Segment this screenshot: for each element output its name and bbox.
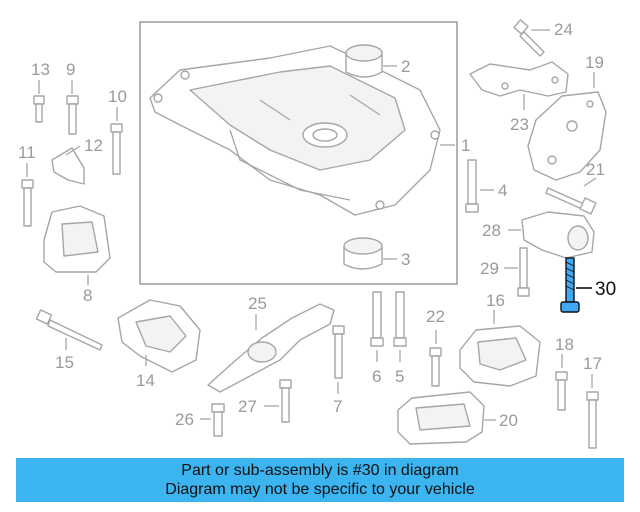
label-28: 28: [482, 221, 501, 240]
label-26: 26: [175, 410, 194, 429]
part-10-bolt[interactable]: [110, 123, 123, 175]
label-12: 12: [84, 136, 103, 155]
part-22-bolt[interactable]: [429, 347, 442, 387]
label-23: 23: [510, 115, 529, 134]
part-7-bolt[interactable]: [332, 325, 345, 379]
part-17-bolt[interactable]: [586, 391, 599, 449]
label-29: 29: [480, 259, 499, 278]
label-10: 10: [108, 87, 127, 106]
label-6: 6: [372, 367, 381, 386]
label-17: 17: [583, 354, 602, 373]
label-7: 7: [333, 397, 342, 416]
part-29-bolt[interactable]: [517, 247, 530, 297]
part-21-bolt[interactable]: [545, 187, 597, 215]
part-24-bolt[interactable]: [513, 19, 545, 57]
part-19-bracket[interactable]: [527, 91, 607, 181]
label-21: 21: [586, 160, 605, 179]
parts-diagram: 1 2 3 13 9 10 11 12: [18, 19, 616, 449]
label-3: 3: [401, 250, 410, 269]
part-13-bolt[interactable]: [33, 95, 45, 123]
label-30-highlighted: 30: [595, 279, 616, 300]
part-2-bushing[interactable]: [345, 44, 383, 78]
part-1-subframe[interactable]: [149, 45, 441, 216]
part-12-bracket[interactable]: [51, 147, 85, 185]
part-3-bushing[interactable]: [343, 237, 383, 270]
part-28-bracket[interactable]: [521, 211, 595, 259]
label-1: 1: [461, 136, 470, 155]
label-5: 5: [395, 367, 404, 386]
label-27: 27: [238, 397, 257, 416]
part-27-bolt[interactable]: [279, 379, 292, 423]
label-24: 24: [554, 20, 573, 39]
label-19: 19: [585, 53, 604, 72]
label-22: 22: [426, 307, 445, 326]
label-8: 8: [83, 286, 92, 305]
label-2: 2: [401, 57, 410, 76]
label-16: 16: [486, 291, 505, 310]
label-25: 25: [248, 294, 267, 313]
part-18-bolt[interactable]: [555, 371, 568, 411]
part-23-bracket[interactable]: [469, 61, 569, 97]
part-16-mount[interactable]: [459, 325, 541, 387]
part-11-bolt[interactable]: [21, 179, 34, 227]
part-6-bolt[interactable]: [370, 291, 384, 347]
part-9-bolt[interactable]: [66, 95, 79, 135]
subframe-frame-box: [139, 21, 458, 285]
part-20-mount[interactable]: [397, 391, 485, 445]
part-4-bolt[interactable]: [465, 159, 479, 213]
label-18: 18: [555, 335, 574, 354]
banner-line-1: Part or sub-assembly is #30 in diagram: [181, 462, 459, 479]
part-8-mount[interactable]: [43, 205, 111, 273]
banner-line-2: Diagram may not be specific to your vehi…: [165, 481, 475, 498]
info-banner: Part or sub-assembly is #30 in diagram D…: [16, 458, 624, 502]
label-4: 4: [498, 181, 507, 200]
label-14: 14: [136, 371, 155, 390]
part-5-bolt[interactable]: [393, 291, 407, 347]
part-25-torque-arm[interactable]: [207, 303, 335, 393]
part-14-mount[interactable]: [117, 299, 201, 373]
label-15: 15: [55, 353, 74, 372]
part-30-bolt-highlighted[interactable]: [560, 257, 580, 313]
label-9: 9: [66, 60, 75, 79]
label-13: 13: [31, 60, 50, 79]
label-20: 20: [499, 411, 518, 430]
label-11: 11: [18, 143, 36, 162]
part-15-bolt[interactable]: [35, 309, 103, 351]
part-26-bolt[interactable]: [211, 403, 225, 437]
